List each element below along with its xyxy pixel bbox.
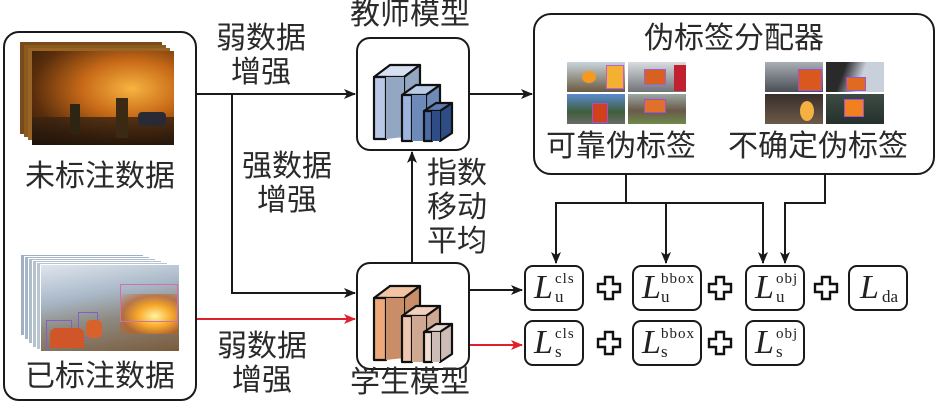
uncertain-pseudo-label-images <box>764 61 886 125</box>
teacher-model-label: 教师模型 <box>350 0 470 32</box>
weak-aug-top-label: 弱数据 增强 <box>216 21 306 90</box>
arrow-reliable-obj <box>666 202 768 264</box>
loss-domain-adaptation: L da <box>848 265 908 311</box>
student-model <box>356 262 470 370</box>
reliable-pseudo-label: 可靠伪标签 <box>546 129 696 164</box>
plus-icon <box>707 330 733 356</box>
ema-label: 指数 移动 平均 <box>427 156 487 259</box>
student-model-label: 学生模型 <box>350 365 470 400</box>
arrow-reliable-cls <box>551 202 626 264</box>
arrow-strong-aug-student <box>231 94 356 298</box>
student-network-icon <box>372 284 454 364</box>
reliable-pseudo-label-images <box>566 61 688 125</box>
labeled-image-stack <box>20 254 182 352</box>
labeled-data-label: 已标注数据 <box>25 359 175 394</box>
weak-aug-bottom-label: 弱数据 增强 <box>217 329 307 398</box>
teacher-model <box>356 37 470 151</box>
plus-icon <box>596 330 622 356</box>
plus-icon <box>596 275 622 301</box>
plus-icon <box>813 275 839 301</box>
loss-unsup-obj: L obj u <box>745 265 805 311</box>
loss-sup-obj: L obj s <box>745 320 805 366</box>
strong-aug-label: 强数据 增强 <box>242 149 332 218</box>
uncertain-pseudo-label: 不确定伪标签 <box>728 129 908 164</box>
arrow-reliable-bbox <box>626 202 671 264</box>
loss-unsup-bbox: L bbox u <box>632 265 702 311</box>
arrow-uncertain-obj <box>780 174 826 264</box>
assigner-title: 伪标签分配器 <box>644 21 824 56</box>
loss-unsup-cls: L cls u <box>524 265 584 311</box>
loss-sup-bbox: L bbox s <box>632 320 702 366</box>
unlabeled-image-stack <box>20 42 180 147</box>
loss-sup-cls: L cls s <box>524 320 584 366</box>
teacher-network-icon <box>372 63 454 143</box>
plus-icon <box>707 275 733 301</box>
unlabeled-data-label: 未标注数据 <box>25 159 175 194</box>
